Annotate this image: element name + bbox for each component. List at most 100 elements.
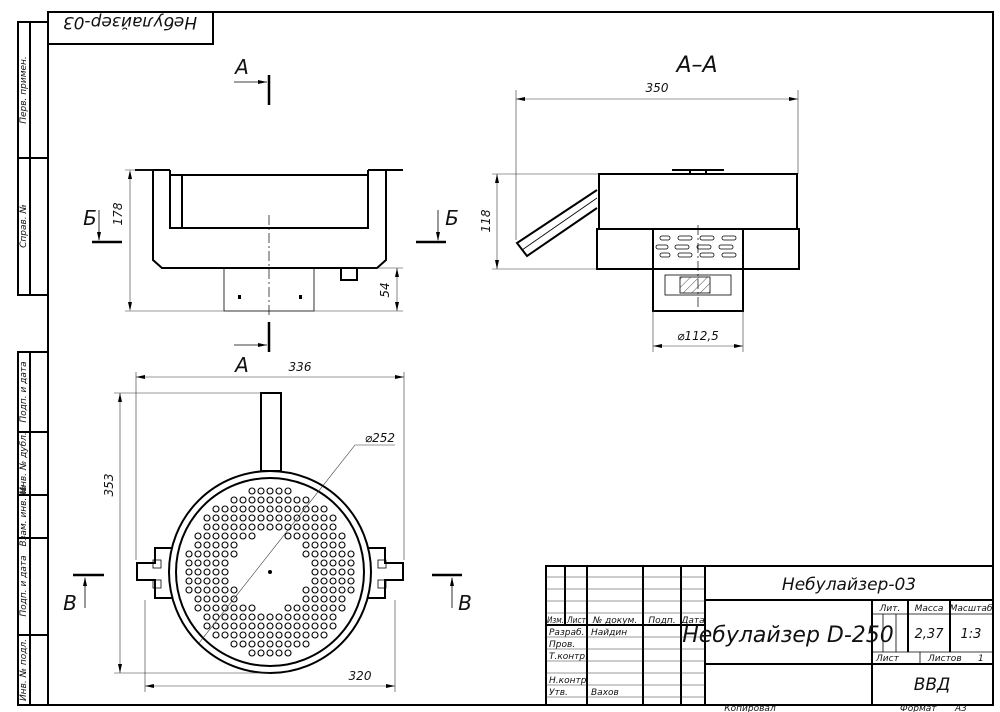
perforation-hole <box>266 514 274 522</box>
perforation-hole <box>284 631 292 639</box>
perforation-hole <box>203 622 211 630</box>
perforation-hole <box>320 577 328 585</box>
perforation-hole <box>266 631 274 639</box>
perforation-hole <box>230 640 238 648</box>
perforation-hole <box>293 514 301 522</box>
perforation-hole <box>194 532 202 540</box>
perforation-hole <box>284 604 292 612</box>
perforation-hole <box>338 559 346 567</box>
perforation-hole <box>320 568 328 576</box>
perforation-hole <box>212 595 220 603</box>
section-v-label: В <box>458 591 472 615</box>
dimension-336-text: 336 <box>289 360 312 374</box>
perforation-hole <box>275 640 283 648</box>
perforation-hole <box>239 631 247 639</box>
perforation-hole <box>221 622 229 630</box>
title-block: Изм. Лист № докум. Подп. Дата Разраб. На… <box>545 565 994 712</box>
perforation-hole <box>275 487 283 495</box>
perforation-hole <box>221 505 229 513</box>
perforation-hole <box>311 568 319 576</box>
perforation-hole <box>239 523 247 531</box>
designation: Небулайзер-03 <box>782 575 916 595</box>
perforation-hole <box>311 631 319 639</box>
perforation-hole <box>257 613 265 621</box>
perforation-hole <box>221 613 229 621</box>
perforation-hole <box>230 586 238 594</box>
side-label: Инв. № подл. <box>19 639 29 701</box>
perforation-hole <box>311 541 319 549</box>
perforation-hole <box>203 532 211 540</box>
perforation-hole <box>239 505 247 513</box>
side-strip: Перв. примен. Справ. № Подп. и дата Инв.… <box>17 21 49 706</box>
perforation-hole <box>248 487 256 495</box>
perforation-hole <box>302 550 310 558</box>
perforation-hole <box>329 622 337 630</box>
perforation-hole <box>230 514 238 522</box>
sheet-label: Лист <box>875 654 900 664</box>
format-value: А3 <box>954 704 967 712</box>
header-izm: Изм. <box>547 616 564 626</box>
perforation-hole <box>221 595 229 603</box>
perforation-hole <box>320 523 328 531</box>
perforation-hole <box>212 631 220 639</box>
perforation-hole <box>230 532 238 540</box>
perforation-hole <box>221 577 229 585</box>
role-label: Т.контр. <box>549 652 588 662</box>
perforation-hole <box>248 622 256 630</box>
perforation-hole <box>257 622 265 630</box>
perforation-hole <box>257 487 265 495</box>
perforation-hole <box>194 604 202 612</box>
perforation-hole <box>239 532 247 540</box>
perforation-hole <box>257 496 265 504</box>
header-data: Дата <box>680 616 704 626</box>
perforation-hole <box>230 622 238 630</box>
perforation-hole <box>284 505 292 513</box>
lit-label: Лит. <box>879 604 901 614</box>
perforation-hole <box>329 523 337 531</box>
perforation-hole <box>329 613 337 621</box>
perforation-hole <box>230 523 238 531</box>
perforation-hole <box>311 595 319 603</box>
copied-label: Копировал <box>724 704 776 712</box>
perforation-hole <box>302 640 310 648</box>
perforation-hole <box>329 541 337 549</box>
perforation-hole <box>212 550 220 558</box>
perforation-hole <box>302 514 310 522</box>
perforation-hole <box>311 613 319 621</box>
perforation-hole <box>266 505 274 513</box>
mass-label: Масса <box>915 604 944 614</box>
perforation-hole <box>203 613 211 621</box>
perforation-hole <box>320 505 328 513</box>
perforation-hole <box>230 631 238 639</box>
mass-value: 2,37 <box>915 627 945 642</box>
perforation-hole <box>311 523 319 531</box>
perforation-hole <box>347 577 355 585</box>
perforation-hole <box>185 568 193 576</box>
perforation-hole <box>212 532 220 540</box>
section-a-label: А <box>233 55 249 79</box>
perforation-hole <box>284 622 292 630</box>
perforation-hole <box>275 631 283 639</box>
perforation-hole <box>311 505 319 513</box>
top-stamp-text: Небулайзер-03 <box>63 12 197 32</box>
perforation-hole <box>302 613 310 621</box>
perforation-hole <box>302 541 310 549</box>
perforation-hole <box>212 514 220 522</box>
perforation-hole <box>212 613 220 621</box>
perforation-hole <box>329 595 337 603</box>
perforation-hole <box>266 613 274 621</box>
perforation-hole <box>338 568 346 576</box>
perforation-hole <box>248 604 256 612</box>
perforation-hole <box>320 514 328 522</box>
perforation-hole <box>275 649 283 657</box>
perforation-hole <box>266 487 274 495</box>
perforation-hole <box>230 613 238 621</box>
perforation-hole <box>302 631 310 639</box>
perforation-hole <box>284 496 292 504</box>
role-name: Найдин <box>591 628 627 638</box>
perforation-hole <box>293 613 301 621</box>
perforation-hole <box>284 649 292 657</box>
perforation-hole <box>248 532 256 540</box>
header-doc: № докум. <box>592 616 637 626</box>
perforation-hole <box>338 604 346 612</box>
